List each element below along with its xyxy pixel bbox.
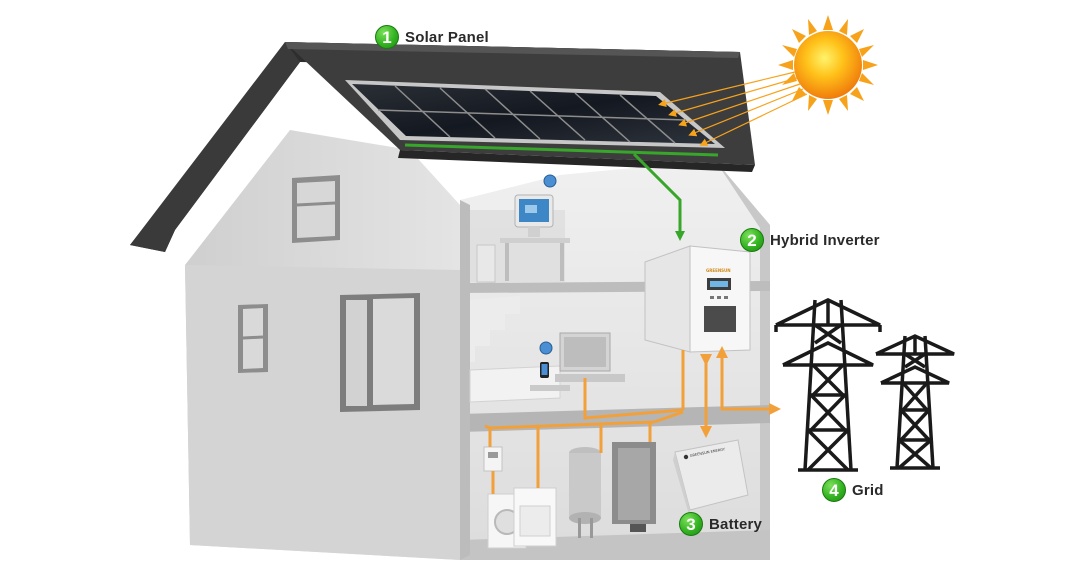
label-hybrid-inverter-text: Hybrid Inverter: [770, 231, 880, 249]
inverter-brand-text: GREENSUN: [706, 268, 731, 273]
attic-window: [292, 175, 340, 243]
middle-room-furniture: [469, 296, 625, 403]
battery-device: GREENSUN ENERGY: [673, 439, 749, 518]
hybrid-inverter-device: GREENSUN: [644, 245, 751, 353]
label-grid: 4 Grid: [822, 478, 884, 502]
transmission-tower-large: [774, 298, 882, 472]
step-badge-3: 3: [679, 512, 703, 536]
basement-appliances: [483, 442, 656, 549]
dc-flow-panel-to-inverter: [632, 152, 685, 241]
front-window: [340, 293, 420, 412]
internet-globe-icon-2: [539, 341, 553, 355]
ac-flow-lines: [484, 346, 781, 494]
grid-towers: [774, 298, 955, 472]
water-heater: [569, 453, 601, 518]
sun-rays: [658, 71, 808, 146]
label-solar-panel-text: Solar Panel: [405, 28, 489, 46]
label-hybrid-inverter: 2 Hybrid Inverter: [740, 228, 880, 252]
sun: [778, 15, 878, 115]
step-badge-1: 1: [375, 25, 399, 49]
label-battery-text: Battery: [709, 515, 763, 533]
solar-panel-array: [345, 80, 725, 157]
transmission-tower-small: [875, 334, 955, 470]
upper-room-furniture: [470, 174, 570, 283]
label-battery: 3 Battery: [679, 512, 762, 536]
battery-brand-text: GREENSUN ENERGY: [689, 447, 726, 458]
house: GREENSUN GREENSUN ENERGY: [130, 42, 770, 560]
side-window: [238, 304, 268, 373]
internet-globe-icon: [543, 174, 557, 188]
label-grid-text: Grid: [852, 481, 884, 499]
step-badge-2: 2: [740, 228, 764, 252]
step-badge-4: 4: [822, 478, 846, 502]
label-solar-panel: 1 Solar Panel: [375, 25, 489, 49]
